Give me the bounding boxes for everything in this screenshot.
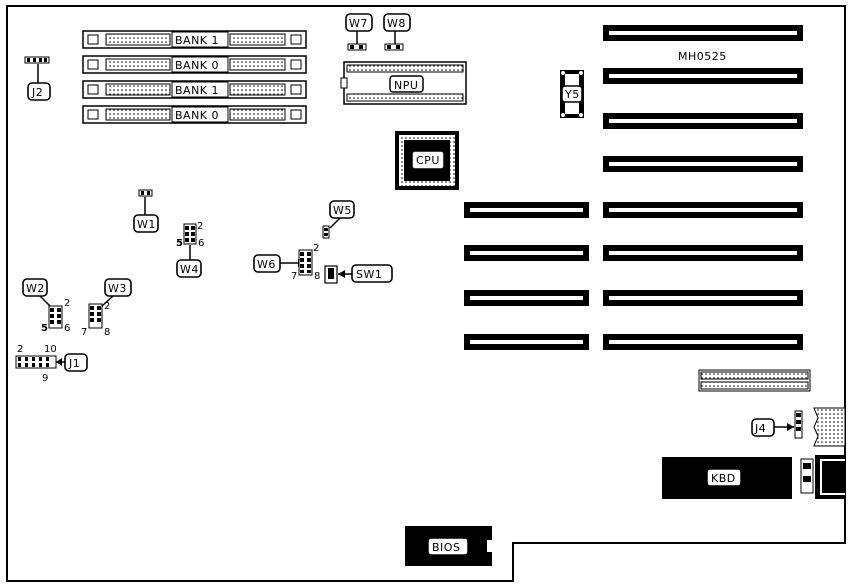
j4-label: J4: [754, 422, 766, 435]
memory-bank-0-top: BANK 0: [82, 55, 307, 74]
memory-bank-1-top: BANK 1: [82, 30, 307, 49]
j2-label: J2: [31, 86, 43, 99]
w7-jumper: W7: [345, 13, 373, 51]
bios-chip: BIOS: [405, 526, 494, 566]
memory-bank-label: BANK 1: [175, 34, 219, 47]
w3-label: W3: [108, 282, 127, 295]
pin-number: 2: [197, 221, 203, 232]
pin-number: 2: [64, 298, 70, 309]
pin-number: 7: [81, 327, 87, 338]
board-outline: [6, 5, 846, 582]
w5-label: W5: [333, 204, 352, 217]
sw1-label: SW1: [356, 268, 382, 281]
memory-bank-label: BANK 0: [175, 109, 219, 122]
memory-bank-1-bottom: BANK 1: [82, 80, 307, 99]
board-id: MH0525: [678, 50, 727, 63]
pin-number: 7: [291, 271, 297, 282]
pin-number: 2: [313, 243, 319, 254]
pin-number: 8: [314, 271, 320, 282]
pin-number: 6: [64, 323, 70, 334]
pin-number: 8: [104, 327, 110, 338]
w6-label: W6: [257, 258, 276, 271]
memory-bank-0-bottom: BANK 0: [82, 105, 307, 124]
keyboard-connector: KBD: [662, 455, 845, 499]
expansion-slots-right: [603, 25, 803, 350]
pin-number: 9: [42, 373, 48, 384]
w7-label: W7: [349, 17, 368, 30]
npu-label: NPU: [394, 79, 418, 92]
sram-strip: [698, 369, 811, 392]
pin-number: 6: [198, 238, 204, 249]
w1-jumper: W1: [133, 189, 159, 233]
pin-number: 2: [104, 301, 110, 312]
bios-label: BIOS: [432, 541, 460, 554]
j1-label: J1: [68, 357, 80, 370]
w5-jumper: W5: [322, 200, 355, 239]
sw1-switch: SW1: [324, 264, 393, 284]
w6-jumper: W6 2 7 8: [253, 243, 320, 282]
w4-label: W4: [180, 263, 199, 276]
pin-number: 5: [41, 323, 48, 334]
w8-label: W8: [387, 17, 406, 30]
w3-jumper: W3 2 7 8: [81, 278, 132, 338]
j2-connector: J2: [24, 56, 51, 101]
cpu-label: CPU: [416, 154, 440, 167]
w2-jumper: W2 2 5 6: [22, 278, 70, 334]
y5-crystal: Y5: [560, 70, 584, 118]
expansion-slots-left: [464, 202, 589, 350]
j4-connector: J4: [751, 410, 803, 439]
kbd-label: KBD: [711, 472, 736, 485]
pin-number: 10: [44, 344, 57, 355]
pin-number: 5: [176, 238, 183, 249]
power-connector: [813, 407, 846, 447]
cpu-chip: CPU: [395, 131, 459, 190]
j1-connector: 2 10 9 J1: [15, 344, 88, 384]
pin-number: 2: [17, 344, 23, 355]
memory-bank-label: BANK 1: [175, 84, 219, 97]
y5-label: Y5: [564, 88, 580, 101]
w2-label: W2: [26, 282, 45, 295]
npu-chip: NPU: [340, 61, 467, 105]
memory-bank-label: BANK 0: [175, 59, 219, 72]
w8-jumper: W8: [383, 13, 411, 51]
w1-label: W1: [137, 218, 156, 231]
w4-jumper: 2 5 6 W4: [176, 221, 204, 278]
